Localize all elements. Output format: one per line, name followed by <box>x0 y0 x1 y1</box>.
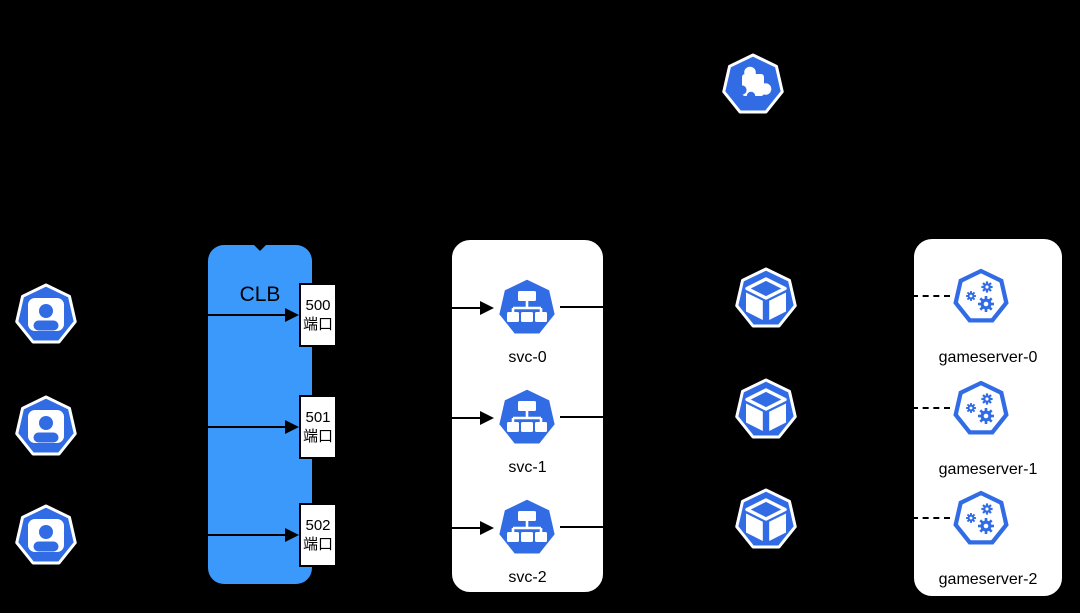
arrow-line <box>208 426 288 428</box>
k8s-service-icon <box>494 385 560 451</box>
arrowhead <box>285 308 299 322</box>
arrow-line <box>208 534 288 536</box>
gameserver-label: gameserver-1 <box>938 461 1038 478</box>
port-suffix: 端口 <box>302 536 333 553</box>
port-number: 500 <box>305 297 331 314</box>
user-icon <box>13 394 79 460</box>
dashed-link <box>912 407 950 409</box>
arrowhead <box>285 528 299 542</box>
port-suffix: 端口 <box>302 428 333 445</box>
user-icon <box>13 503 79 569</box>
arrowhead <box>480 411 494 425</box>
clb-port-box: 502 端口 <box>299 503 337 567</box>
pod-cube-icon <box>733 377 799 443</box>
arrowhead <box>480 521 494 535</box>
arrow-line <box>450 417 482 419</box>
user-icon <box>13 282 79 348</box>
gameserver-label: gameserver-0 <box>938 349 1038 366</box>
dashed-link <box>912 295 950 297</box>
arrowhead <box>285 420 299 434</box>
gameserver-gears-icon <box>948 376 1014 442</box>
arrow-line <box>450 307 482 309</box>
service-label: svc-2 <box>508 569 547 586</box>
service-label: svc-1 <box>508 459 547 476</box>
clb-port-box: 501 端口 <box>299 395 337 459</box>
pod-cube-icon <box>733 266 799 332</box>
puzzle-plugin-icon <box>720 52 786 118</box>
clb-label: CLB <box>239 283 281 306</box>
port-suffix: 端口 <box>302 316 333 333</box>
port-number: 502 <box>305 517 331 534</box>
gameserver-gears-icon <box>948 264 1014 330</box>
gameserver-gears-icon <box>948 486 1014 552</box>
gameserver-label: gameserver-2 <box>938 571 1038 588</box>
arrow-line <box>208 314 288 316</box>
clb-port-box: 500 端口 <box>299 283 337 347</box>
pod-cube-icon <box>733 487 799 553</box>
clb-load-balancer-box <box>208 245 312 584</box>
service-label: svc-0 <box>508 349 547 366</box>
dashed-link <box>912 517 950 519</box>
connector-line <box>560 526 605 528</box>
connector-line <box>560 416 605 418</box>
port-number: 501 <box>305 409 331 426</box>
clb-top-arrow-tip <box>254 245 266 251</box>
arrow-line <box>450 527 482 529</box>
arrowhead <box>480 301 494 315</box>
k8s-service-icon <box>494 495 560 561</box>
k8s-service-icon <box>494 275 560 341</box>
connector-line <box>560 306 605 308</box>
